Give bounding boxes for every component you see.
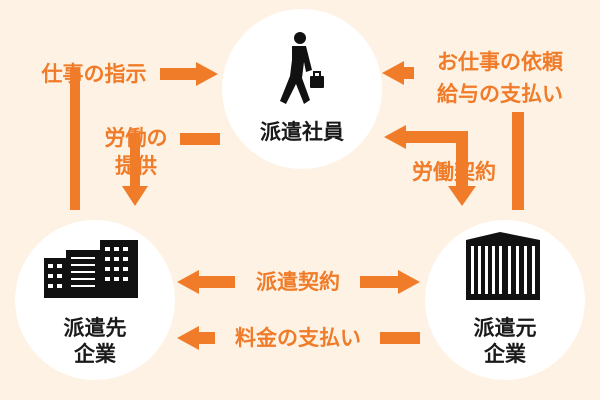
fee-payment-label: 料金の支払い <box>235 326 361 350</box>
labor-provision-label-line1: 労働の <box>104 126 168 150</box>
employment-contract-arrow <box>384 125 476 206</box>
job-request-salary-arrow <box>382 61 524 210</box>
agency-company-label-line1: 派遣元 <box>473 316 537 340</box>
labor-provision-arrow <box>122 133 220 206</box>
office-buildings-icon <box>44 240 138 298</box>
work-instruction-label: 仕事の指示 <box>41 62 147 86</box>
dispatch-contract-label: 派遣契約 <box>256 270 340 294</box>
labor-provision-label-line2: 提供 <box>115 154 157 178</box>
office-tower-icon <box>466 232 540 300</box>
arrows <box>70 61 524 350</box>
work-instruction-arrow <box>70 62 218 210</box>
employee-label: 派遣社員 <box>260 120 344 144</box>
businessman-icon <box>280 32 324 104</box>
employment-contract-label: 労働契約 <box>412 160 496 184</box>
fee-payment-arrow <box>177 326 420 350</box>
salary-payment-label: 給与の支払い <box>437 82 563 106</box>
client-company-label-line2: 企業 <box>74 342 116 366</box>
dispatch-contract-arrow <box>177 270 420 294</box>
agency-company-label-line2: 企業 <box>484 342 526 366</box>
client-company-label-line1: 派遣先 <box>63 316 127 340</box>
job-request-label: お仕事の依頼 <box>437 50 563 74</box>
